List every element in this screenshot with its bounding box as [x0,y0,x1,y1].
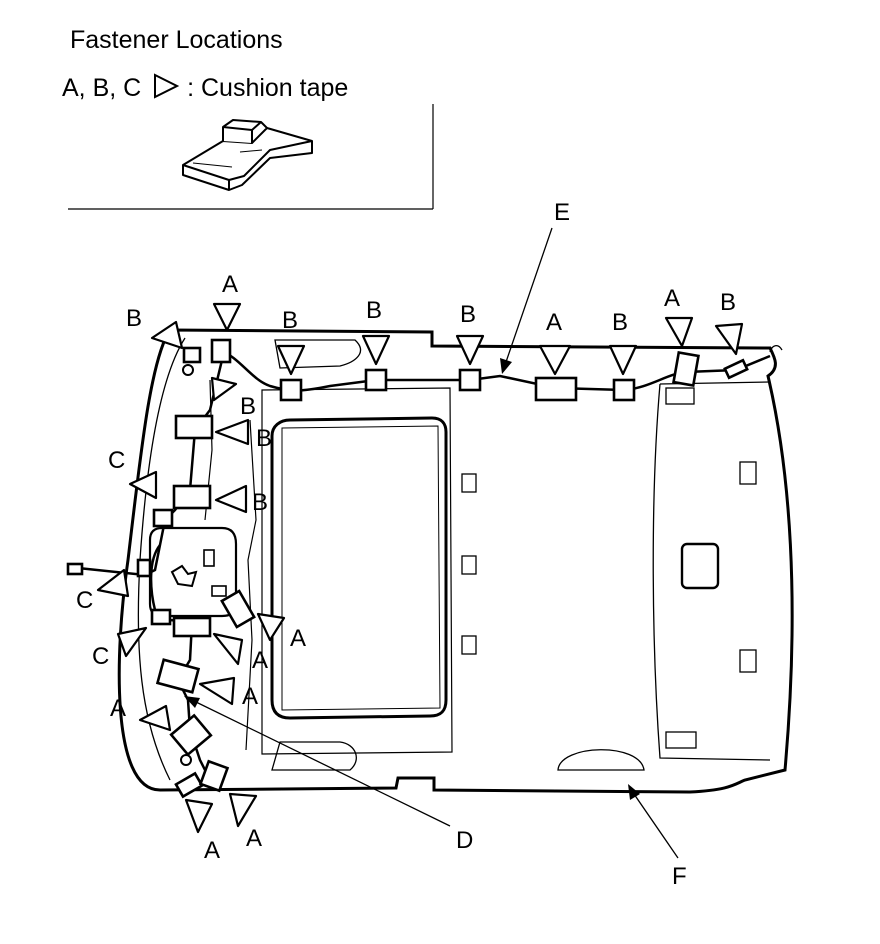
fastener-label: A [546,309,562,336]
fastener-label: A [204,837,220,864]
fastener-label: B [240,393,256,420]
fastener-label: B [460,301,476,328]
interior-light-module [148,526,238,618]
fastener-label: B [720,289,736,316]
legend-title: Fastener Locations [70,26,283,54]
fastener-label: B [126,305,142,332]
fastener-label: C [76,587,93,614]
legend-codes: A, B, C [62,74,142,102]
sunroof-opening [204,339,757,771]
fastener-label: B [366,297,382,324]
fastener-label: A [110,695,126,722]
fastener-label: A [290,625,306,652]
callout-f: F [628,784,687,890]
fastener-label: C [92,643,109,670]
fastener-triangles [96,302,744,834]
callout-label-e: E [554,199,570,226]
legend-cushion-tape-label: : Cushion tape [187,74,349,102]
fastener-triangle-icon [154,73,180,99]
fastener-labels: B A B B B A B A B B B B C C C A A A A A … [76,271,736,864]
legend-cushion-tape-line: A, B, C : Cushion tape [62,73,348,103]
fastener-label: B [282,307,298,334]
headliner-outline [117,328,794,794]
fastener-label: B [612,309,628,336]
fastener-label: A [664,285,680,312]
fastener-label: A [246,825,262,852]
callout-d: D [184,696,473,854]
fastener-label: A [252,647,268,674]
callout-label-d: D [456,827,473,854]
cushion-tape-illustration [182,119,313,191]
fastener-label: A [242,683,258,710]
fastener-label: A [222,271,238,298]
fastener-label: C [108,447,125,474]
callout-label-f: F [672,863,687,890]
fastener-label: B [256,425,272,452]
fastener-clips [66,338,749,799]
callout-e: E [500,199,570,374]
legend-frame [68,104,434,210]
fastener-label: B [252,489,268,516]
